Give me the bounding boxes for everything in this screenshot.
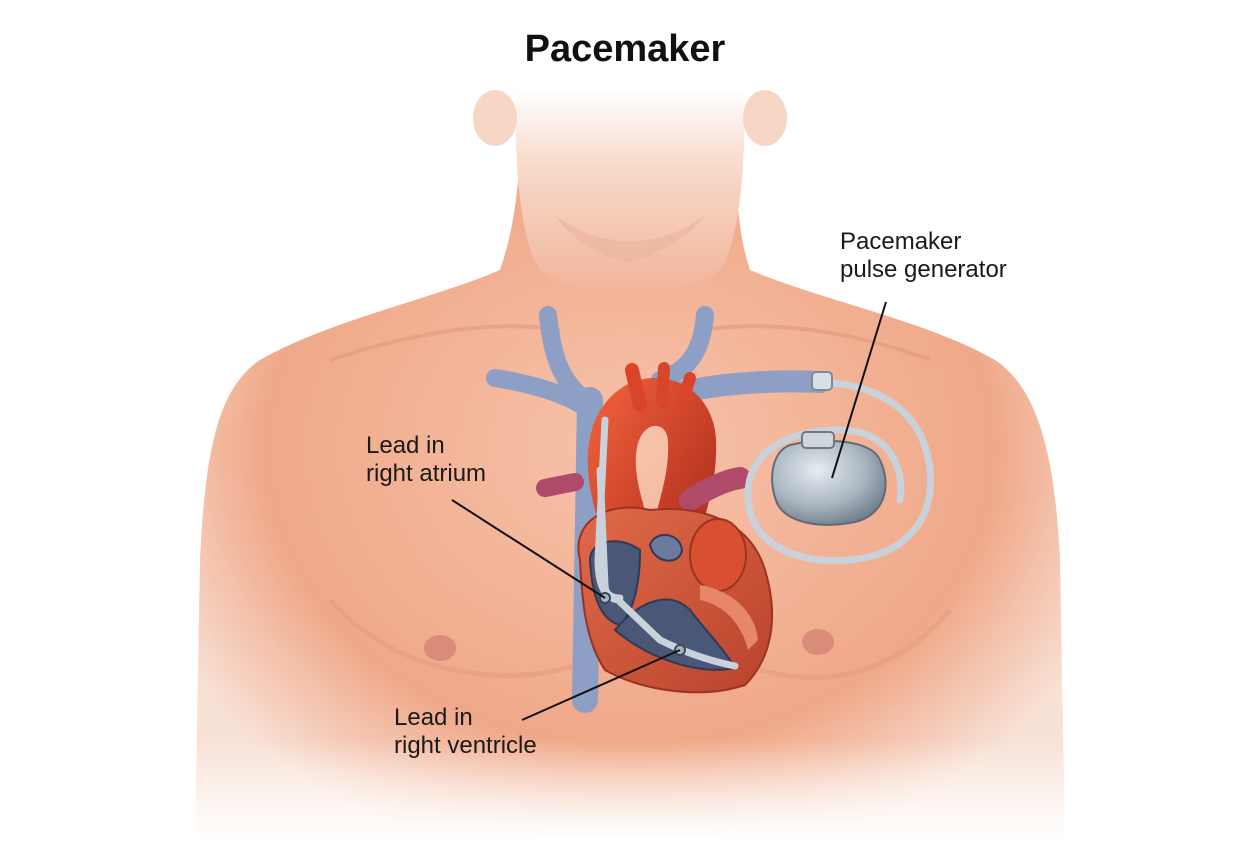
left-ventricle-wall	[700, 585, 758, 650]
label-right-ventricle-line1: Lead in	[394, 704, 473, 731]
ventricle-callout-line	[521, 649, 681, 721]
label-right-atrium-line2: right atrium	[366, 460, 487, 487]
label-right-ventricle-line2: right ventricle	[394, 732, 537, 759]
pulse-generator	[771, 439, 887, 526]
artery-system	[536, 362, 751, 564]
right-ear	[743, 90, 787, 146]
pacemaker-lead	[594, 378, 935, 670]
right-pec-shadow	[759, 608, 952, 680]
valve	[648, 534, 684, 562]
neck	[515, 90, 745, 293]
left-nipple	[424, 635, 456, 661]
atrium-callout-line	[451, 499, 606, 599]
left-pec-shadow	[328, 598, 591, 679]
right-ventricle-chamber	[613, 598, 737, 671]
left-ear	[473, 90, 517, 146]
label-right-atrium: Lead in right atrium	[366, 432, 486, 488]
label-pulse-generator-line1: Pacemaker	[840, 228, 962, 255]
bottom-fade	[0, 740, 1250, 838]
label-right-ventricle: Lead in right ventricle	[394, 704, 537, 760]
generator-callout-line	[831, 301, 887, 479]
label-pulse-generator: Pacemaker pulse generator	[840, 228, 1007, 284]
left-clavicle	[329, 324, 561, 362]
label-right-atrium-line1: Lead in	[366, 432, 445, 459]
diagram-title: Pacemaker	[524, 28, 726, 70]
jaw-shadow	[555, 215, 705, 262]
right-nipple	[802, 629, 834, 655]
label-pulse-generator-line2: pulse generator	[840, 256, 1007, 283]
left-atrium	[689, 518, 747, 592]
right-clavicle	[699, 324, 931, 362]
generator-header	[801, 431, 835, 449]
lead-connector	[811, 371, 833, 391]
